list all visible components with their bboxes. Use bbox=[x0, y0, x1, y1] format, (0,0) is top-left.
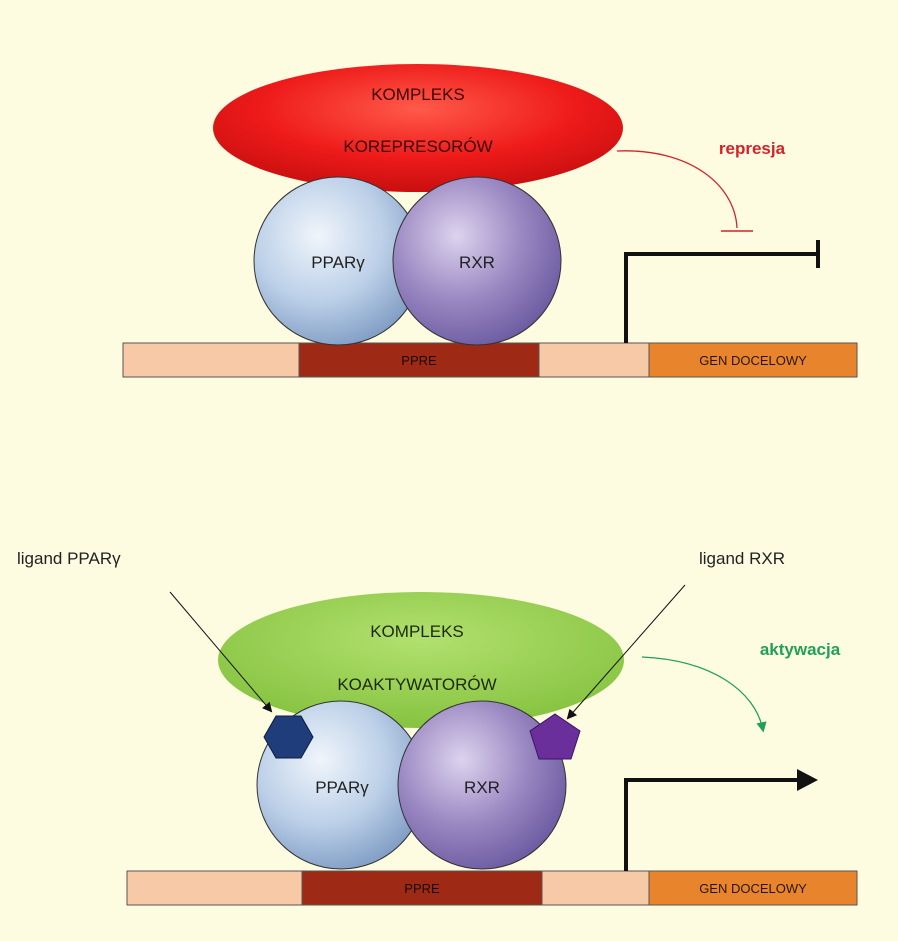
coactivator-label-line2: KOAKTYWATORÓW bbox=[337, 675, 496, 694]
top-panel: PPRE GEN DOCELOWY KOMPLEKS KOREPRESORÓW … bbox=[122, 64, 858, 378]
ppar-ligand-hexagon-icon bbox=[263, 715, 314, 759]
ppre-label: PPRE bbox=[401, 353, 437, 368]
rxr-label: RXR bbox=[459, 253, 495, 272]
transcription-start-active bbox=[624, 778, 800, 871]
dna-left-segment-2 bbox=[126, 870, 303, 906]
activation-label: aktywacja bbox=[760, 640, 841, 659]
transcription-arrow-head bbox=[797, 769, 818, 791]
rxr-label-2: RXR bbox=[464, 778, 500, 797]
ppre-element bbox=[298, 342, 540, 378]
corepressor-label-line2: KOREPRESORÓW bbox=[343, 137, 492, 156]
activation-arc bbox=[641, 656, 767, 733]
rxr-ligand-pentagon-icon bbox=[529, 713, 581, 760]
target-gene-label: GEN DOCELOWY bbox=[699, 353, 807, 368]
ppar-gamma-label: PPARγ bbox=[311, 253, 365, 272]
corepressor-label-line1: KOMPLEKS bbox=[371, 85, 465, 104]
rxr-receptor-2 bbox=[397, 700, 567, 870]
dna-middle-segment bbox=[538, 342, 650, 378]
repression-label: represja bbox=[719, 139, 786, 158]
transcription-start-blocked bbox=[624, 252, 817, 343]
corepressor-complex bbox=[213, 64, 623, 192]
target-gene-box bbox=[648, 342, 858, 378]
target-gene-label-2: GEN DOCELOWY bbox=[699, 881, 807, 896]
dna-middle-segment-2 bbox=[541, 870, 650, 906]
ppar-gamma-label-2: PPARγ bbox=[315, 778, 369, 797]
ppar-ligand-pointer bbox=[169, 591, 273, 713]
rxr-ligand-pointer bbox=[566, 584, 686, 720]
coactivator-label-line1: KOMPLEKS bbox=[370, 622, 464, 641]
target-gene-box-2 bbox=[648, 870, 858, 906]
repression-arc bbox=[616, 150, 738, 229]
bottom-panel: PPRE GEN DOCELOWY KOMPLEKS KOAKTYWATORÓW… bbox=[17, 549, 858, 906]
ppre-label-2: PPRE bbox=[404, 881, 440, 896]
coactivator-complex bbox=[218, 592, 624, 728]
ppar-ligand-label: ligand PPARγ bbox=[17, 549, 121, 568]
dna-left-segment bbox=[122, 342, 300, 378]
rxr-ligand-label: ligand RXR bbox=[699, 549, 785, 568]
rxr-receptor bbox=[392, 176, 562, 346]
